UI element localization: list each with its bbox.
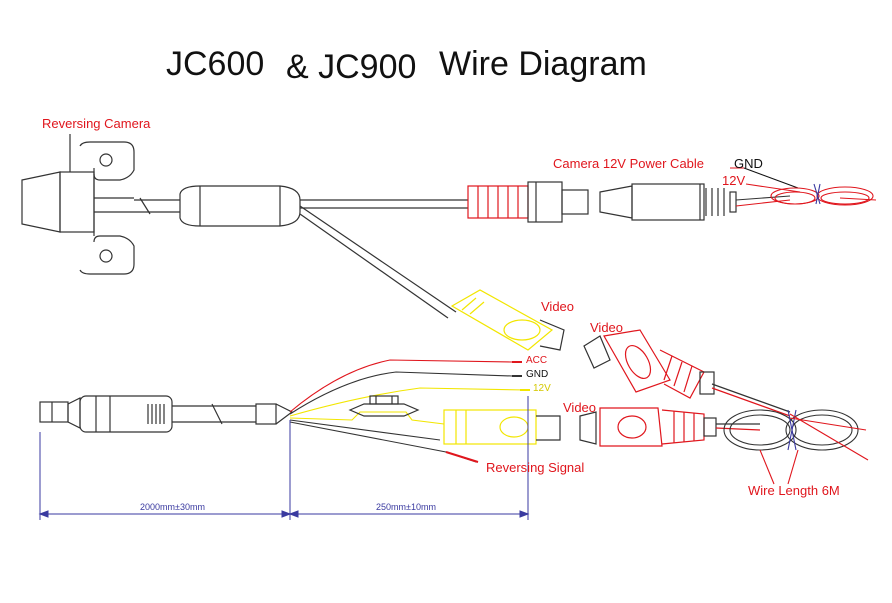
reversing-camera-label: Reversing Camera: [42, 116, 151, 131]
wire-length-label: Wire Length 6M: [748, 483, 840, 498]
camera-power-cable-label: Camera 12V Power Cable: [553, 156, 705, 171]
dimension-right-label: 250mm±10mm: [376, 502, 436, 512]
gnd-mid-label: GND: [526, 369, 549, 380]
title-part-jc900: & JC900: [286, 48, 417, 86]
reversing-camera: [21, 134, 135, 275]
wire-end-markers: [512, 361, 530, 391]
reversing-signal-label: Reversing Signal: [486, 460, 585, 475]
video-plug-upper: [583, 329, 791, 417]
red-power-connector: [467, 185, 529, 219]
gnd-top-label: GND: [734, 156, 763, 171]
power-connector-body: [527, 181, 737, 223]
cable-coil: [723, 409, 869, 485]
fuse-holder: [348, 395, 420, 417]
dimension-left-label: 2000mm±30mm: [140, 502, 205, 512]
video-upper-label: Video: [541, 299, 575, 314]
video-connector-upper: [450, 289, 565, 351]
12v-mid-label: 12V: [533, 383, 551, 394]
video-connector-lower: [443, 409, 561, 445]
main-harness: [39, 395, 294, 433]
power-wires: [735, 167, 877, 207]
camera-cable: [134, 185, 468, 319]
fan-out-wires: [289, 359, 527, 463]
title-part-wire-diagram: Wire Diagram: [439, 45, 647, 83]
acc-label: ACC: [526, 355, 548, 366]
title-part-jc600: JC600: [166, 45, 265, 83]
video-lower-label: Video: [563, 400, 597, 415]
video-plug-label: Video: [590, 320, 624, 335]
video-plug-lower: [579, 407, 761, 447]
dimension-lines: [38, 396, 530, 520]
12v-top-label: 12V: [722, 173, 746, 188]
